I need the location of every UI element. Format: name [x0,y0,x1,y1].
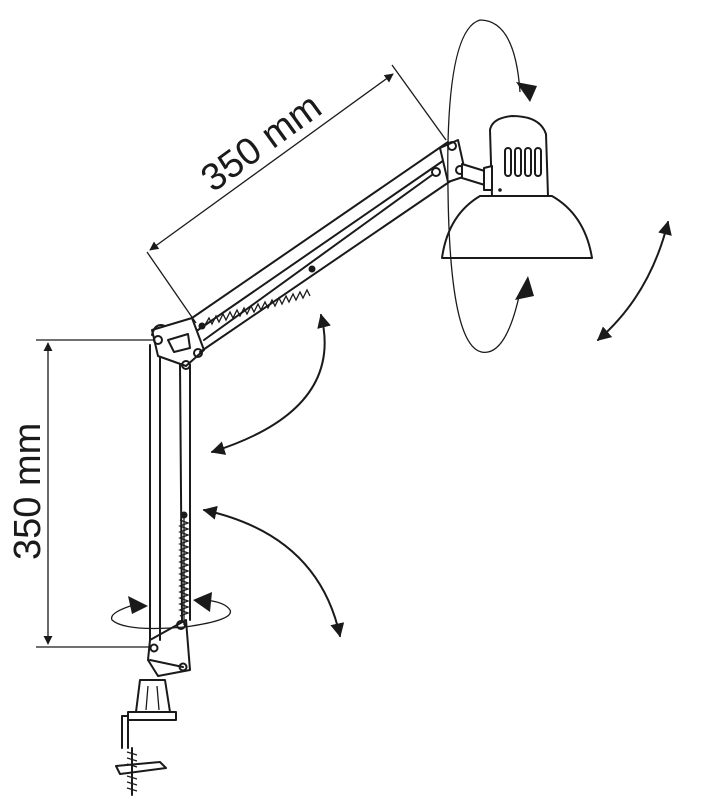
head-tilt-arc [596,220,672,341]
head-rotation-arrow-top [516,82,537,102]
motion-arrows [110,19,672,638]
base-swivel-arrow-left [128,596,148,614]
lower-arm-swing-arc [202,505,345,638]
lower-arm [149,344,191,641]
desk-clamp [115,679,177,796]
base-swivel-arrow-right [193,592,212,612]
head-joint [431,139,489,187]
lower-arm-length-label: 350 mm [7,423,49,560]
lamp-shade [441,115,593,259]
upper-dim-ext-left [146,251,197,324]
lower-joint [147,619,191,677]
upper-dim-line [149,73,394,251]
lamp-drawing [115,115,593,796]
upper-arm-dimension: 350 mm [146,64,447,324]
head-rotation-path [447,19,521,353]
upper-dim-ext-right [391,64,447,141]
elbow-joint [151,317,206,370]
upper-arm [191,141,456,353]
head-rotation-arrow-bottom [515,276,534,300]
lower-arm-dimension: 350 mm [7,339,155,648]
upper-arm-length-label: 350 mm [194,86,330,201]
elbow-swing-arc [210,313,331,455]
base-swivel-path [110,599,232,630]
